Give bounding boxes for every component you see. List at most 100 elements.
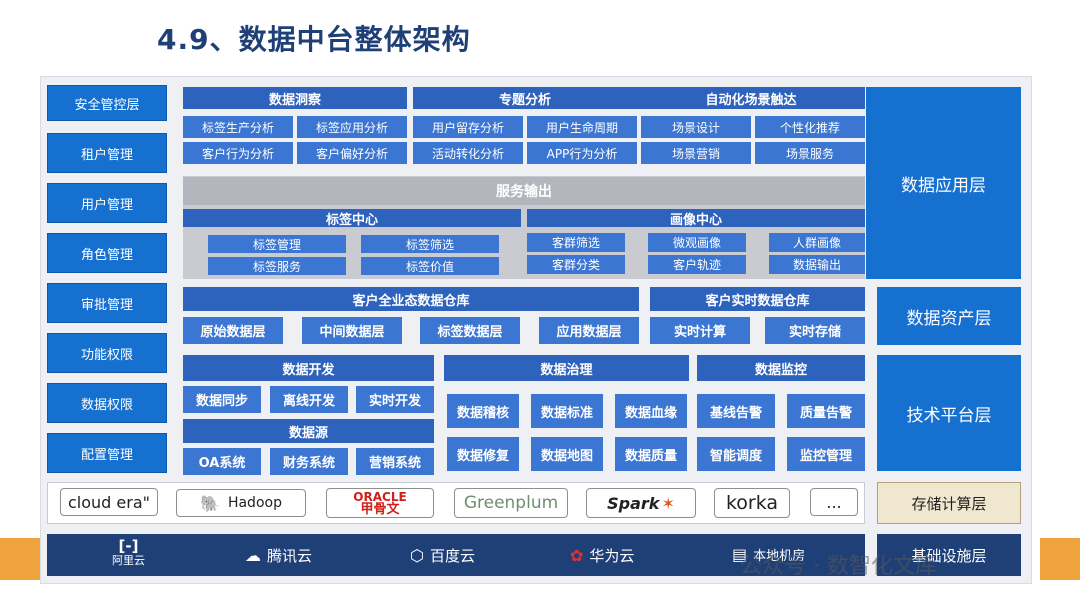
portrait-center-item[interactable]: 客户轨迹 [648, 255, 746, 274]
infra-row [47, 534, 865, 576]
data-dev-item[interactable]: 数据同步 [183, 386, 261, 413]
full-warehouse-item[interactable]: 标签数据层 [420, 317, 520, 344]
automation-item[interactable]: 场景服务 [755, 142, 865, 164]
portrait-center-item[interactable]: 微观画像 [648, 233, 746, 252]
nav-approval[interactable]: 审批管理 [47, 283, 167, 323]
app-layer-label: 数据应用层 [866, 87, 1021, 279]
topic-item[interactable]: 活动转化分析 [413, 142, 523, 164]
data-governance-item[interactable]: 数据标准 [531, 394, 603, 428]
full-warehouse-header: 客户全业态数据仓库 [183, 287, 639, 311]
data-monitor-item[interactable]: 智能调度 [697, 437, 775, 471]
full-warehouse-item[interactable]: 应用数据层 [539, 317, 639, 344]
spark-label: Spark [607, 493, 660, 513]
portrait-center-item[interactable]: 客群分类 [527, 255, 625, 274]
hexagon-icon: ⬡ [410, 546, 424, 565]
hadoop-label: Hadoop [227, 495, 282, 511]
watermark: 公众号 · 数智化文库 [740, 554, 937, 579]
nav-function-permission[interactable]: 功能权限 [47, 333, 167, 373]
data-monitor-item[interactable]: 基线告警 [697, 394, 775, 428]
tag-center-item[interactable]: 标签筛选 [361, 235, 499, 253]
cloudera-logo: cloud era" [60, 488, 158, 516]
tencent-cloud-label: 腾讯云 [267, 547, 313, 565]
realtime-warehouse-item[interactable]: 实时计算 [650, 317, 750, 344]
data-dev-item[interactable]: 实时开发 [356, 386, 434, 413]
full-warehouse-item[interactable]: 中间数据层 [302, 317, 402, 344]
data-source-item[interactable]: OA系统 [183, 448, 261, 475]
greenplum-logo: Greenplum [454, 488, 568, 518]
data-dev-item[interactable]: 离线开发 [270, 386, 348, 413]
tencent-cloud-logo: ☁ 腾讯云 [245, 545, 312, 566]
page-title: 4.9、数据中台整体架构 [157, 23, 471, 56]
insight-item[interactable]: 客户行为分析 [183, 142, 293, 164]
flower-icon: ✿ [570, 546, 584, 565]
data-dev-header: 数据开发 [183, 355, 434, 381]
local-datacenter-logo: ▤ 本地机房 [732, 545, 805, 564]
more-logo[interactable]: ... [810, 488, 858, 516]
realtime-warehouse-header: 客户实时数据仓库 [650, 287, 865, 311]
storage-layer-label: 存储计算层 [877, 482, 1021, 524]
topic-item[interactable]: 用户生命周期 [527, 116, 637, 138]
spark-star-icon: ✶ [661, 493, 675, 513]
spark-logo: Spark ✶ [586, 488, 696, 518]
nav-tenant[interactable]: 租户管理 [47, 133, 167, 173]
data-governance-item[interactable]: 数据稽核 [447, 394, 519, 428]
tag-center-item[interactable]: 标签价值 [361, 257, 499, 275]
infra-layer-label: 基础设施层 [877, 534, 1021, 576]
automation-item[interactable]: 场景设计 [641, 116, 751, 138]
asset-layer-label: 数据资产层 [877, 287, 1021, 345]
orange-accent-left [0, 538, 40, 580]
orange-accent-right [1040, 538, 1080, 580]
huawei-cloud-logo: ✿ 华为云 [570, 545, 634, 566]
data-governance-item[interactable]: 数据修复 [447, 437, 519, 471]
cloud-icon: ☁ [245, 546, 261, 565]
nav-config[interactable]: 配置管理 [47, 433, 167, 473]
data-monitor-item[interactable]: 质量告警 [787, 394, 865, 428]
service-output-header: 服务输出 [183, 177, 865, 205]
local-datacenter-label: 本地机房 [753, 549, 806, 564]
nav-security[interactable]: 安全管控层 [47, 85, 167, 121]
aliyun-logo: [-] 阿里云 [112, 538, 145, 567]
data-governance-item[interactable]: 数据血缘 [615, 394, 687, 428]
automation-item[interactable]: 个性化推荐 [755, 116, 865, 138]
insight-item[interactable]: 客户偏好分析 [297, 142, 407, 164]
data-source-item[interactable]: 营销系统 [356, 448, 434, 475]
baidu-cloud-logo: ⬡ 百度云 [410, 545, 475, 566]
data-governance-item[interactable]: 数据地图 [531, 437, 603, 471]
aliyun-icon: [-] [118, 537, 139, 555]
aliyun-label: 阿里云 [112, 553, 145, 567]
oracle-label: ORACLE [353, 489, 407, 504]
insight-item[interactable]: 标签应用分析 [297, 116, 407, 138]
topic-item[interactable]: 用户留存分析 [413, 116, 523, 138]
hadoop-logo: 🐘 Hadoop [176, 489, 306, 517]
data-source-header: 数据源 [183, 419, 434, 443]
automation-item[interactable]: 场景营销 [641, 142, 751, 164]
topic-item[interactable]: APP行为分析 [527, 142, 637, 164]
data-governance-item[interactable]: 数据质量 [615, 437, 687, 471]
portrait-center-item[interactable]: 人群画像 [769, 233, 865, 252]
portrait-center-header: 画像中心 [527, 209, 865, 227]
data-source-item[interactable]: 财务系统 [270, 448, 348, 475]
insight-item[interactable]: 标签生产分析 [183, 116, 293, 138]
tag-center-item[interactable]: 标签服务 [208, 257, 346, 275]
full-warehouse-item[interactable]: 原始数据层 [183, 317, 283, 344]
tag-center-header: 标签中心 [183, 209, 521, 227]
realtime-warehouse-item[interactable]: 实时存储 [765, 317, 865, 344]
elephant-icon: 🐘 [200, 493, 220, 513]
oracle-logo: ORACLE 甲骨文 [326, 488, 434, 518]
portrait-center-item[interactable]: 客群筛选 [527, 233, 625, 252]
oracle-cn-label: 甲骨文 [360, 501, 400, 517]
tag-center-item[interactable]: 标签管理 [208, 235, 346, 253]
nav-role[interactable]: 角色管理 [47, 233, 167, 273]
huawei-cloud-label: 华为云 [589, 547, 635, 565]
baidu-cloud-label: 百度云 [429, 547, 475, 565]
automation-header: 自动化场景触达 [637, 87, 865, 109]
insight-header: 数据洞察 [183, 87, 407, 109]
korka-logo: korka [714, 488, 790, 518]
nav-data-permission[interactable]: 数据权限 [47, 383, 167, 423]
data-governance-header: 数据治理 [444, 355, 689, 381]
data-monitor-item[interactable]: 监控管理 [787, 437, 865, 471]
server-icon: ▤ [732, 545, 748, 564]
nav-user[interactable]: 用户管理 [47, 183, 167, 223]
tech-layer-label: 技术平台层 [877, 355, 1021, 471]
portrait-center-item[interactable]: 数据输出 [769, 255, 865, 274]
